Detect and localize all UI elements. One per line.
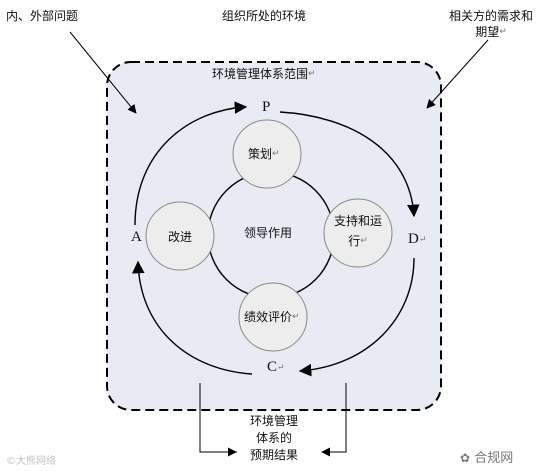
ems-scope-box: [106, 61, 442, 411]
org-context-label: 组织所处的环境: [222, 9, 307, 23]
act-label: A: [131, 229, 142, 245]
expectations-arrow: [426, 39, 489, 109]
check-label: C↵: [267, 359, 285, 375]
wechat-icon: ✿: [460, 451, 471, 465]
ems-scope-title: 环境管理体系范围↵: [212, 67, 316, 81]
watermark-right: ✿ 合规网: [460, 451, 514, 466]
performance-evaluation-label: 绩效评价↵: [244, 310, 300, 324]
support-circle: [323, 198, 393, 268]
do-label: D↵: [408, 231, 427, 247]
evaluation-circle: [238, 282, 308, 352]
intended-outcomes-label: 环境管理 体系的 预期结果: [249, 414, 298, 462]
planning-label: 策划↵: [248, 147, 280, 161]
improvement-circle: [145, 201, 215, 271]
issues-arrow: [69, 31, 137, 114]
support-operation-label: 支持和运 行↵: [333, 214, 382, 248]
interested-parties-label: 相关方的需求和 期望↵: [448, 9, 533, 39]
internal-external-issues-label: 内、外部问题: [6, 9, 79, 23]
arrow-a-to-p: [134, 101, 248, 226]
arrow-p-to-d: [279, 111, 420, 218]
planning-circle: [232, 119, 302, 189]
plan-label: P: [262, 99, 271, 115]
watermark-left: ©大熊网络: [6, 456, 56, 467]
arrow-d-to-c: [298, 257, 415, 377]
leadership-label: 领导作用: [244, 226, 293, 240]
arrow-c-to-a: [132, 260, 253, 375]
improvement-label: 改进: [168, 230, 193, 244]
